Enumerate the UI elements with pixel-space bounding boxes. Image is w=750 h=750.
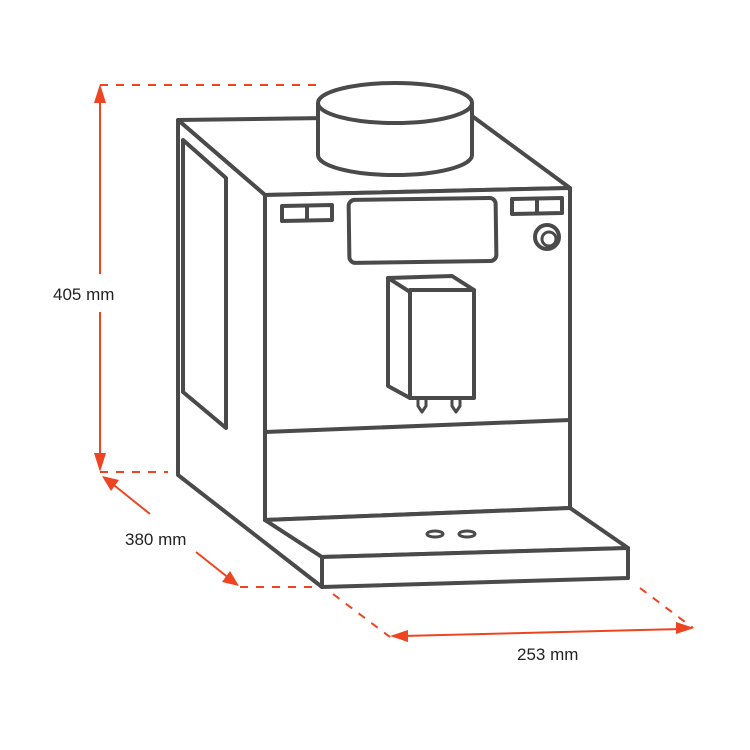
coffee-spout: [386, 274, 476, 414]
drip-tray: [263, 506, 630, 589]
width-dimension: 253 mm: [332, 587, 694, 664]
front-divider-line: [263, 418, 572, 434]
depth-label: 380 mm: [125, 530, 186, 549]
height-label: 405 mm: [53, 285, 114, 304]
bean-hopper: [316, 81, 474, 177]
side-window-panel: [181, 138, 228, 430]
control-knob: [533, 223, 561, 251]
right-buttons: [510, 196, 564, 216]
width-label: 253 mm: [517, 645, 578, 664]
coffee-machine-drawing: [176, 81, 630, 589]
display-screen: [346, 196, 499, 265]
arrowhead-down: [94, 453, 106, 472]
height-dimension: 405 mm: [53, 84, 322, 473]
arrowhead-up: [94, 84, 106, 103]
depth-dimension: 380 mm: [102, 476, 318, 588]
left-buttons: [280, 203, 334, 223]
